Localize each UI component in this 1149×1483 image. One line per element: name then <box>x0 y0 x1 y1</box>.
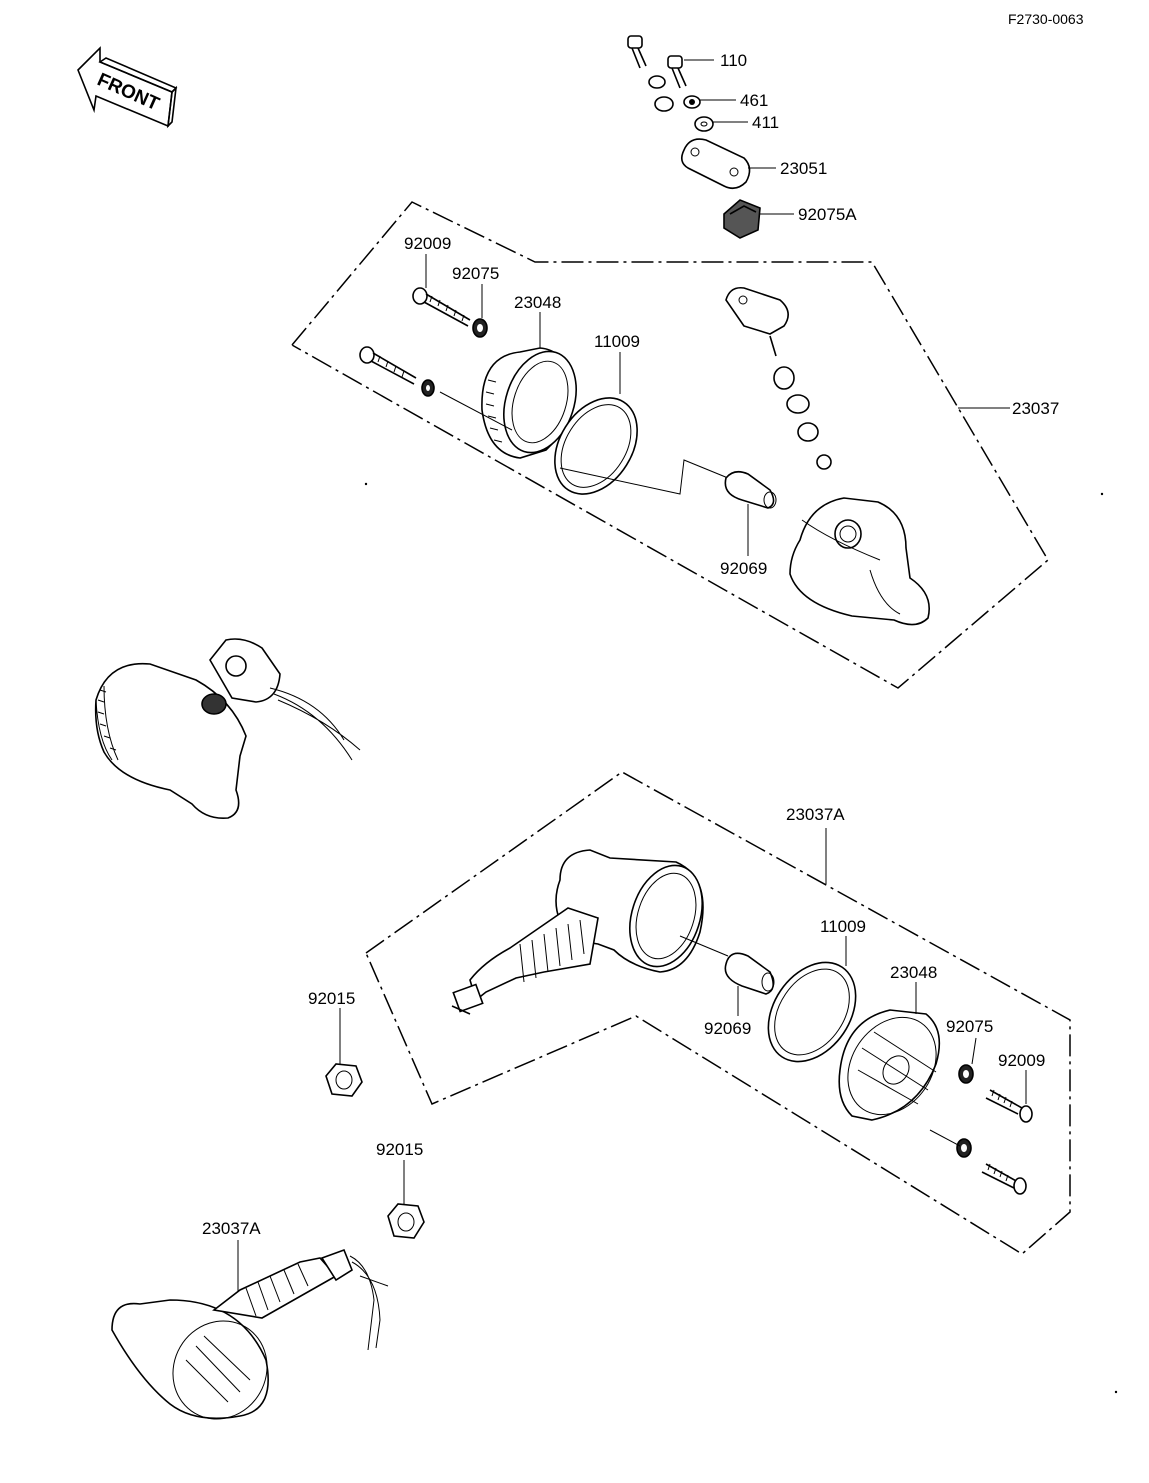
diagram-code-text: F2730-0063 <box>1008 11 1084 27</box>
part-23048-bottom-label: 23048 <box>890 963 937 982</box>
washer-92075-icon <box>421 284 488 397</box>
nut-92015-b-icon <box>387 1160 425 1239</box>
screw-92009-bottom-icon <box>981 1070 1033 1195</box>
part-92075-top-label: 92075 <box>452 264 499 283</box>
screw-92009-icon <box>359 254 471 385</box>
part-92015-b-label: 92015 <box>376 1140 423 1159</box>
assembly-23037-outline <box>291 201 1049 689</box>
washer-411-icon <box>654 96 748 132</box>
bulb-92069-bottom-icon <box>724 952 775 1016</box>
bolt-110-icon <box>627 35 714 89</box>
part-92069-top-label: 92069 <box>720 559 767 578</box>
rubber-92075A-icon <box>723 199 794 239</box>
part-23051-label: 23051 <box>780 159 827 178</box>
speck <box>364 482 368 486</box>
part-11009-bottom-label: 11009 <box>820 917 866 936</box>
part-92009-top-label: 92009 <box>404 234 451 253</box>
part-92015-a-label: 92015 <box>308 989 355 1008</box>
part-11009-top-label: 11009 <box>594 332 640 351</box>
speck <box>1114 1390 1118 1394</box>
speck <box>1100 492 1104 496</box>
front-arrow-icon: FRONT <box>77 46 178 129</box>
assembled-signal-lower-icon <box>111 1248 389 1420</box>
part-23037A-lower-label: 23037A <box>202 1219 261 1238</box>
part-23048-top-label: 23048 <box>514 293 561 312</box>
part-23037-label: 23037 <box>1012 399 1059 418</box>
part-461-label: 461 <box>740 91 768 110</box>
signal-housing-bottom-icon <box>451 849 704 1015</box>
lens-23048-bottom-icon <box>838 982 941 1121</box>
nut-92015-icon <box>325 1008 363 1097</box>
bulb-92069-icon <box>724 470 777 556</box>
gasket-11009-icon <box>554 352 638 495</box>
part-92069-bottom-label: 92069 <box>704 1019 751 1038</box>
clamp-23051-icon <box>680 138 776 190</box>
part-92075A-label: 92075A <box>798 205 857 224</box>
lens-23048-icon <box>481 312 577 459</box>
assembly-23037A-outline <box>365 771 1071 1255</box>
part-23037A-mid-label: 23037A <box>786 805 845 824</box>
washer-92075-bottom-icon <box>956 1037 977 1158</box>
assembled-signal-left-icon <box>94 638 361 820</box>
part-110-label: 110 <box>720 51 747 70</box>
washer-461-icon <box>648 75 736 109</box>
part-411-label: 411 <box>752 113 779 132</box>
gasket-11009-bottom-icon <box>767 936 857 1063</box>
signal-housing-top-icon <box>725 286 930 626</box>
part-92009-bottom-label: 92009 <box>998 1051 1045 1070</box>
part-92075-bottom-label: 92075 <box>946 1017 993 1036</box>
